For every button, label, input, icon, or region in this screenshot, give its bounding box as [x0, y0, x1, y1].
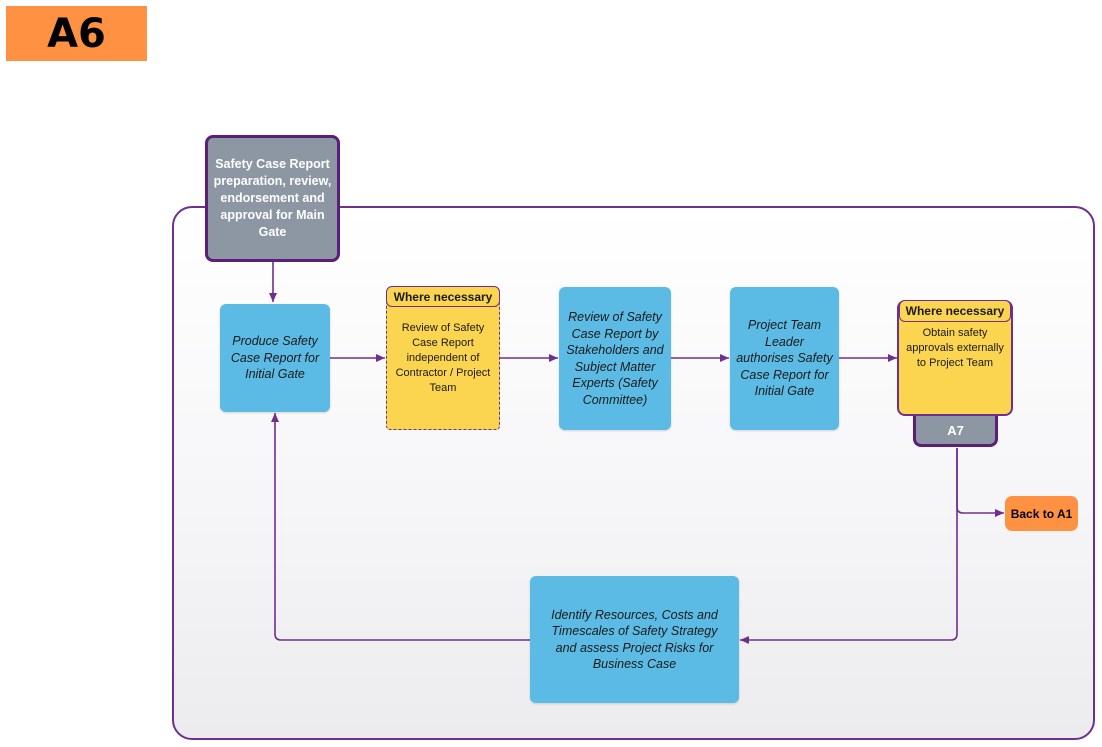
where-necessary-tag-2: Where necessary [899, 300, 1011, 322]
back-to-a1-link[interactable]: Back to A1 [1005, 496, 1078, 531]
connector-a7-to-identify [740, 448, 958, 644]
header-box: Safety Case Report preparation, review, … [205, 135, 340, 262]
where-necessary-tag-2-label: Where necessary [905, 304, 1005, 318]
step-independent-review: Review of Safety Case Report independent… [386, 300, 500, 430]
step-produce-report: Produce Safety Case Report for Initial G… [220, 304, 330, 412]
step-produce-report-text: Produce Safety Case Report for Initial G… [230, 334, 320, 382]
where-necessary-tag-1-label: Where necessary [393, 289, 493, 304]
step-authorise-report-text: Project Team Leader authorises Safety Ca… [736, 318, 833, 399]
step-identify-resources: Identify Resources, Costs and Timescales… [530, 576, 739, 703]
step-external-approval-text: Obtain safety approvals externally to Pr… [906, 327, 1004, 369]
step-identify-resources-text: Identify Resources, Costs and Timescales… [551, 607, 718, 672]
connector-identify-to-produce [271, 413, 530, 641]
step-stakeholder-review-text: Review of Safety Case Report by Stakehol… [566, 310, 664, 407]
step-authorise-report: Project Team Leader authorises Safety Ca… [730, 287, 839, 430]
a7-link[interactable]: A7 [913, 416, 998, 447]
a7-label: A7 [947, 422, 964, 438]
back-to-a1-label: Back to A1 [1010, 506, 1073, 521]
header-text: Safety Case Report preparation, review, … [213, 157, 332, 239]
step-independent-review-text: Review of Safety Case Report independent… [395, 322, 491, 394]
connector-a7-to-back [956, 448, 1004, 517]
where-necessary-tag-1: Where necessary [386, 286, 500, 307]
step-stakeholder-review: Review of Safety Case Report by Stakehol… [559, 287, 671, 430]
diagram-id-badge: A6 [6, 6, 147, 61]
